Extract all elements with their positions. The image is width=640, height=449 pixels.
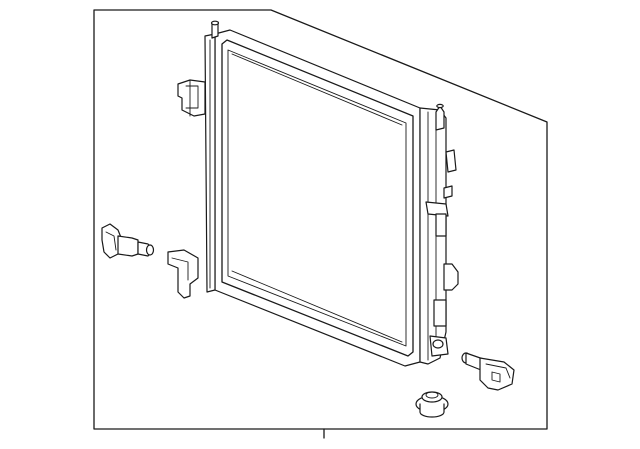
drain-plug: [101, 223, 155, 259]
hose-connector: [461, 352, 515, 391]
grommet: [415, 391, 449, 418]
radiator: [167, 20, 459, 367]
callout-frame: [93, 9, 548, 439]
